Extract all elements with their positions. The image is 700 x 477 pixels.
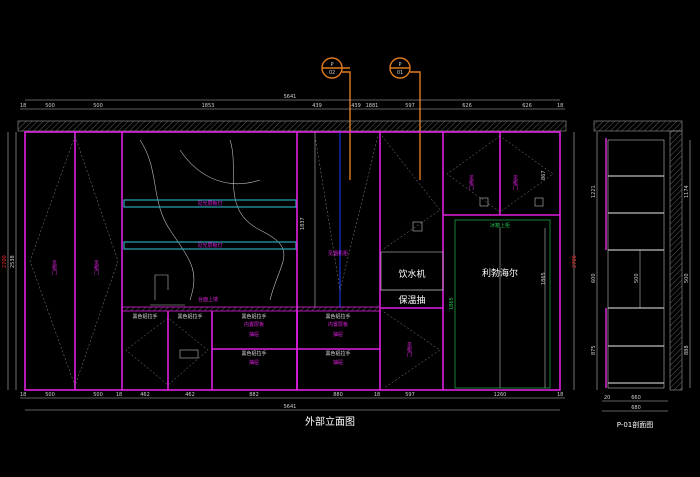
section-drawing: 500 1221 600 875 1174 500 888 20 660 680… <box>591 130 691 429</box>
drawer-label: 抽屉 <box>333 331 343 338</box>
drawing-title: 外部立面图 <box>305 415 355 428</box>
door-label: 见柜门 <box>468 175 474 191</box>
door-label: 见柜门 <box>512 175 518 191</box>
callout-top: P <box>398 62 401 68</box>
door-label: 见柜门 <box>406 342 412 358</box>
dim: 500 <box>634 273 640 283</box>
handle-label: 黑色铝拉手 <box>132 313 157 320</box>
fridge-label: 利勃海尔 <box>482 267 518 279</box>
dim-fridge: 1865 <box>541 272 547 285</box>
dim: 882 <box>249 392 259 398</box>
dim-green: 1865 <box>449 297 455 310</box>
door-label: 见柜门 <box>51 260 57 276</box>
shelf-label: 见光层板灯 <box>197 242 222 249</box>
dim: 500 <box>93 103 103 109</box>
water-dispenser-label: 饮水机 <box>398 268 425 280</box>
dim: 626 <box>522 103 532 109</box>
fridge-top-label: 冰箱上柜 <box>490 222 510 229</box>
dim: 439 <box>351 103 361 109</box>
dim: 888 <box>684 345 690 355</box>
handle-label: 黑色铝拉手 <box>241 350 266 357</box>
handle-label: 黑色铝拉手 <box>325 313 350 320</box>
drawer-label: 抽屉 <box>333 359 343 366</box>
warmer-drawer-label: 保温抽 <box>398 294 425 306</box>
callout-bottom: 01 <box>397 70 403 76</box>
dim: 18 <box>557 392 563 398</box>
dim: 500 <box>45 392 55 398</box>
section-ceiling-hatch <box>593 120 683 132</box>
cabinet-elevation: 见柜门 见柜门 见光层板灯 见光层板灯 台面上墙 见烟机柜 1837 黑色铝拉手… <box>24 131 561 391</box>
inner-label: 内置层板 <box>244 321 264 328</box>
dim-right-overall: 2700 <box>572 255 578 268</box>
dim: 462 <box>140 392 150 398</box>
dim: 680 <box>631 405 641 411</box>
bottom-dimensions: 18 500 500 18 462 462 882 880 18 597 126… <box>20 392 565 411</box>
dim: 500 <box>684 273 690 283</box>
dim-total: 5641 <box>284 94 297 100</box>
handle-label: 黑色铝拉手 <box>325 350 350 357</box>
countertop <box>121 306 381 312</box>
dim: 1260 <box>494 392 507 398</box>
dim-tall: 1837 <box>300 217 306 230</box>
dim: 875 <box>591 345 597 355</box>
ceiling-hatch <box>17 120 567 132</box>
dim: 18 <box>557 103 563 109</box>
dim: 18 <box>374 392 380 398</box>
dim: 500 <box>93 392 103 398</box>
handle-label: 黑色铝拉手 <box>241 313 266 320</box>
dim: 18 <box>20 392 26 398</box>
glass-shelf <box>123 241 297 250</box>
shelf-label: 见光层板灯 <box>197 200 222 207</box>
inner-label: 内置层板 <box>328 321 348 328</box>
dim: 1881 <box>366 103 379 109</box>
marble-pattern <box>139 139 285 301</box>
section-title: P-01剖面图 <box>617 420 654 429</box>
dim: 626 <box>462 103 472 109</box>
dim: 500 <box>45 103 55 109</box>
dim: 439 <box>312 103 322 109</box>
dim: 18 <box>116 392 122 398</box>
drawer-label: 抽屉 <box>249 359 259 366</box>
handle-label: 黑色铝拉手 <box>177 313 202 320</box>
dim: 18 <box>20 103 26 109</box>
glass-shelf <box>123 199 297 208</box>
callout-top: P <box>330 62 333 68</box>
dim: 1174 <box>684 185 690 198</box>
callout-p01: P 01 <box>389 57 421 180</box>
dim: 660 <box>631 395 641 401</box>
dim-inner: 2538 <box>10 255 16 268</box>
dim: 597 <box>405 103 415 109</box>
dim: 1221 <box>591 185 597 198</box>
dim: 880 <box>333 392 343 398</box>
dim: 597 <box>405 392 415 398</box>
dim-overall: 2700 <box>2 255 8 268</box>
drawer-label: 抽屉 <box>249 331 259 338</box>
dim: 20 <box>604 395 610 401</box>
door-label: 见柜门 <box>93 260 99 276</box>
dim: 462 <box>185 392 195 398</box>
dim: 1853 <box>202 103 215 109</box>
section-shelves <box>608 175 664 384</box>
top-dimensions: 5641 18 500 500 1853 439 439 1881 597 62… <box>20 94 565 110</box>
left-dimensions: 2700 2538 <box>2 132 17 390</box>
dim-total: 5641 <box>284 404 297 410</box>
callout-bottom: 02 <box>329 70 335 76</box>
dim: 600 <box>591 273 597 283</box>
callout-p02: P 02 <box>321 57 351 180</box>
dim-upper: 867 <box>541 170 547 180</box>
tall-unit-label: 见烟机柜 <box>328 250 348 257</box>
counter-label: 台面上墙 <box>198 296 218 303</box>
faucet <box>150 274 185 306</box>
